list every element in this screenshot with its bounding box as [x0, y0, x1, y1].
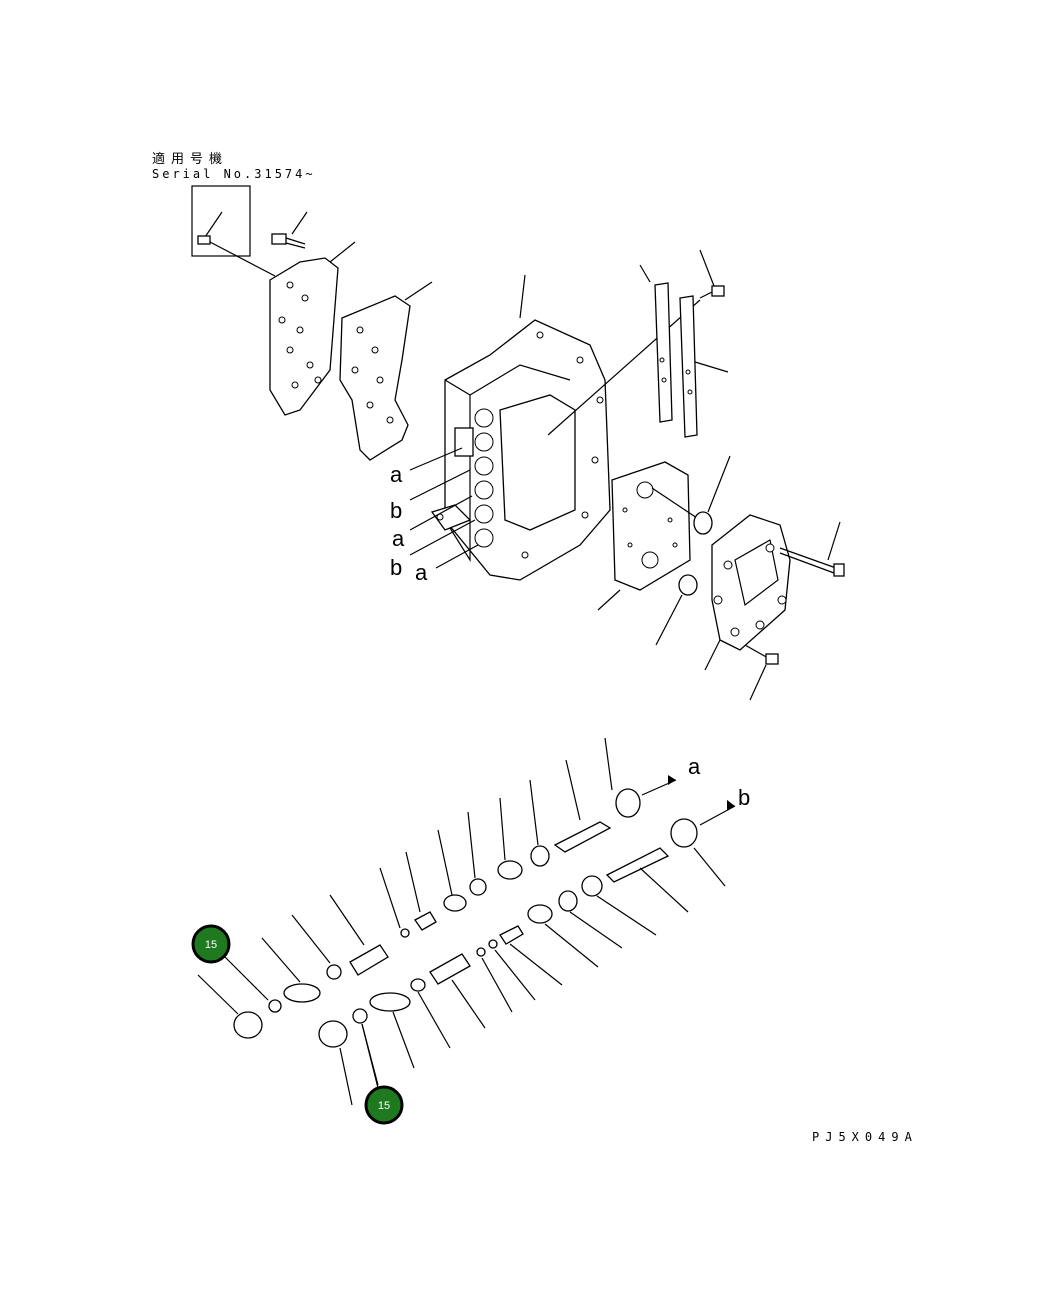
- flow-label-a: a: [688, 754, 701, 779]
- callout-badge-left: 15: [191, 924, 269, 1001]
- port-label-a: a: [415, 560, 428, 585]
- end-cover: [704, 514, 791, 671]
- strip-plates: [639, 264, 729, 438]
- serial-number-label: Serial No.31574~: [152, 167, 316, 181]
- flow-arrows: [668, 775, 735, 811]
- valve-body: [430, 274, 701, 581]
- left-cover-plate: [269, 241, 356, 416]
- end-cover-bolts: [744, 521, 845, 701]
- spool-lower-row: [318, 805, 736, 1106]
- callout-number: 15: [378, 1100, 390, 1112]
- flow-label-b: b: [738, 785, 750, 810]
- inset-box: [191, 185, 276, 277]
- gasket-plate: [339, 281, 433, 461]
- separator-plate: [597, 461, 701, 611]
- callout-badge-bottom: 15: [361, 1023, 404, 1125]
- cover-bolt: [271, 211, 308, 249]
- applicability-label-jp: 適用号機: [152, 152, 229, 167]
- drawing-code: PJ5X049A: [812, 1130, 918, 1144]
- port-arrows: [409, 447, 479, 569]
- port-label-b: b: [390, 555, 402, 580]
- strip-bolt: [699, 249, 725, 299]
- callout-number: 15: [205, 939, 217, 951]
- plugs: [655, 455, 731, 646]
- port-label-a: a: [390, 462, 403, 487]
- port-label-a: a: [392, 526, 405, 551]
- spool-upper-row: [197, 737, 677, 1039]
- port-label-b: b: [390, 498, 402, 523]
